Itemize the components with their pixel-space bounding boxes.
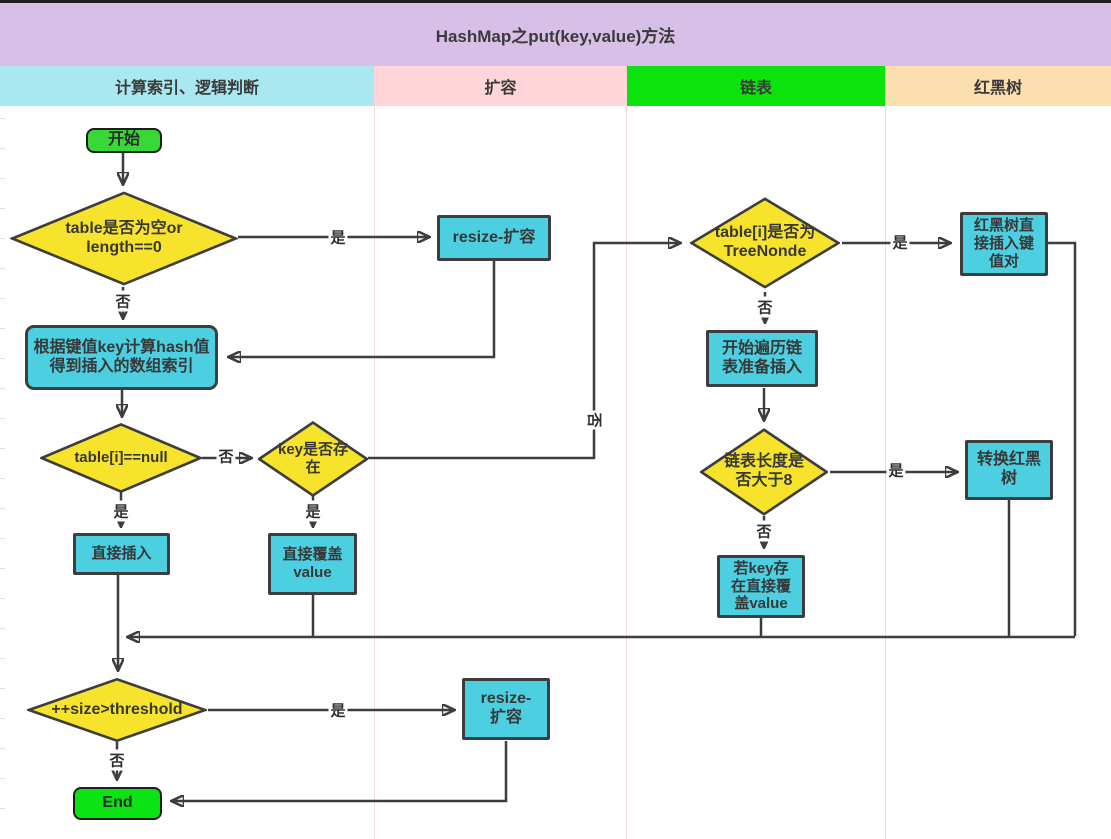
lane-header-index-calc: 计算索引、逻辑判断 [0,66,374,106]
edge-resize1-to-hash [229,260,496,357]
process-key-cover-value-label: 若key存在直接覆盖value [730,559,791,613]
decision-size-threshold: ++size>threshold [27,678,207,742]
process-compute-hash-label: 根据键值key计算hash值得到插入的数组索引 [33,338,210,375]
diamond-shape [700,428,828,516]
diamond-shape [690,197,840,289]
lane-header-red-black-tree: 红黑树 [885,66,1111,106]
decision-list-length-gt8: 链表长度是否大于8 [700,428,828,516]
lane-divider-1 [374,106,375,839]
lane-header-row: 计算索引、逻辑判断 扩容 链表 红黑树 [0,66,1111,106]
decision-is-treenode: table[i]是否为TreeNonde [690,197,840,289]
process-compute-hash: 根据键值key计算hash值得到插入的数组索引 [25,325,218,390]
process-traverse-list-label: 开始遍历链表准备插入 [721,339,802,376]
end-node: End [73,787,162,820]
decision-table-i-null-label: table[i]==null [74,449,168,467]
edge-label-yes-3: 是 [303,500,323,522]
start-node-label: 开始 [107,131,140,149]
edge-label-yes-4: 是 [890,231,910,253]
process-convert-rbtree: 转换红黑树 [965,440,1053,500]
lane-header-linked-list: 链表 [627,66,885,106]
diamond-shape [40,423,202,493]
edge-label-no-3: 否 [584,410,606,430]
process-traverse-list: 开始遍历链表准备插入 [706,330,818,387]
end-node-label: End [102,794,133,812]
process-direct-insert-label: 直接插入 [91,545,152,563]
process-rbtree-insert: 红黑树直接插入键值对 [960,212,1048,276]
left-ruler-ticks [0,118,5,830]
edge-label-no-6: 否 [107,749,127,771]
diagram-title: HashMap之put(key,value)方法 [0,0,1111,66]
diamond-shape [258,421,368,497]
edge-label-no-2: 否 [216,445,236,467]
process-key-cover-value: 若key存在直接覆盖value [717,555,805,618]
edge-label-yes-6: 是 [328,699,348,721]
start-node: 开始 [86,128,162,153]
lane-header-resize: 扩容 [374,66,627,106]
edge-dkeyexist-no-dtreenode [368,243,680,460]
process-resize-1: resize-扩容 [437,215,551,261]
process-cover-value: 直接覆盖value [268,533,357,595]
process-cover-value-label: 直接覆盖value [282,546,343,581]
lane-divider-2 [626,106,627,839]
decision-table-i-null: table[i]==null [40,423,202,493]
process-rbtree-insert-label: 红黑树直接插入键值对 [973,217,1034,270]
edge-label-yes-5: 是 [886,459,906,481]
process-direct-insert: 直接插入 [73,533,170,575]
edge-label-no-4: 否 [755,296,775,318]
edge-resize2-to-end [172,741,508,801]
decision-key-exists-label: key是否存在 [277,441,349,476]
process-resize-2-label: resize-扩容 [480,690,532,726]
diamond-shape [27,678,207,742]
process-resize-1-label: resize-扩容 [452,228,536,246]
decision-table-empty-label: table是否为空or length==0 [65,219,183,256]
decision-table-empty: table是否为空or length==0 [10,191,238,286]
edge-label-yes-1: 是 [328,226,348,248]
decision-key-exists: key是否存在 [258,421,368,497]
process-resize-2: resize-扩容 [462,678,550,740]
edge-rbinsert-to-merge [1048,241,1077,636]
diamond-shape [10,191,238,286]
decision-is-treenode-label: table[i]是否为TreeNonde [714,224,816,260]
edge-label-no-1: 否 [113,290,133,312]
edge-label-no-5: 否 [754,520,774,542]
decision-list-length-gt8-label: 链表长度是否大于8 [723,453,804,489]
edge-label-yes-2: 是 [111,500,131,522]
decision-size-threshold-label: ++size>threshold [51,700,183,718]
process-convert-rbtree-label: 转换红黑树 [976,451,1041,487]
